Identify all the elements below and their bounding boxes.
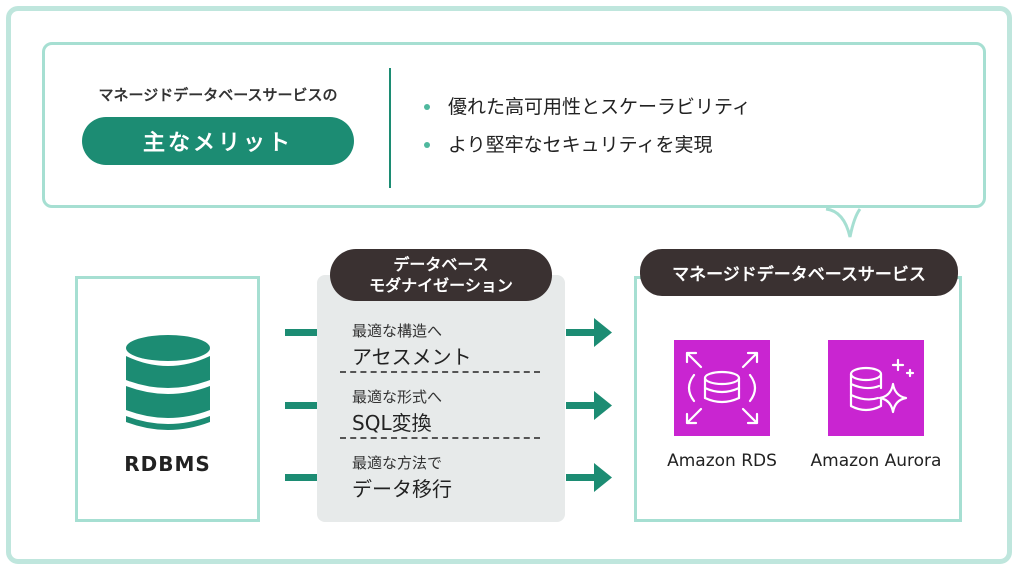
step-caption: 最適な方法で — [352, 454, 443, 472]
amazon-aurora-icon — [828, 340, 924, 436]
connector-bar — [285, 329, 319, 336]
outer-frame — [6, 6, 1012, 564]
modernization-panel — [317, 275, 565, 522]
connector-bar — [285, 474, 319, 481]
step-caption: 最適な構造へ — [352, 322, 443, 340]
connector-bar — [285, 402, 319, 409]
benefit-item: より堅牢なセキュリティを実現 — [424, 126, 751, 164]
amazon-rds-icon — [674, 340, 770, 436]
callout-tail — [822, 207, 862, 238]
callout-divider — [389, 68, 391, 188]
bullet-icon — [424, 142, 430, 148]
step-assessment: 最適な構造へ アセスメント — [352, 320, 472, 372]
step-title: SQL変換 — [352, 411, 432, 435]
managed-service-title: マネージドデータベースサービス — [640, 249, 958, 296]
step-data-migration: 最適な方法で データ移行 — [352, 452, 452, 504]
benefit-text: 優れた高可用性とスケーラビリティ — [448, 96, 751, 118]
step-caption: 最適な形式へ — [352, 388, 443, 406]
step-title: アセスメント — [352, 345, 472, 369]
arrow-right-icon — [566, 318, 612, 347]
database-icon — [126, 335, 210, 430]
benefit-text: より堅牢なセキュリティを実現 — [448, 134, 713, 156]
step-divider — [340, 437, 540, 439]
arrow-right-icon — [566, 463, 612, 492]
arrow-right-icon — [566, 391, 612, 420]
amazon-rds-label: Amazon RDS — [667, 451, 777, 471]
modernization-title: データベース モダナイゼーション — [330, 249, 552, 301]
modernization-title-line1: データベース — [393, 255, 489, 274]
step-title: データ移行 — [352, 477, 452, 501]
main-merit-pill: 主なメリット — [82, 117, 354, 165]
amazon-aurora-label: Amazon Aurora — [810, 451, 942, 471]
callout-subtitle: マネージドデータベースサービスの — [98, 86, 338, 104]
benefit-item: 優れた高可用性とスケーラビリティ — [424, 88, 751, 126]
bullet-icon — [424, 104, 430, 110]
rdbms-label: RDBMS — [124, 452, 211, 476]
modernization-title-line2: モダナイゼーション — [369, 276, 513, 295]
step-divider — [340, 371, 540, 373]
step-sql-conversion: 最適な形式へ SQL変換 — [352, 386, 442, 438]
benefits-list: 優れた高可用性とスケーラビリティ より堅牢なセキュリティを実現 — [424, 88, 751, 164]
